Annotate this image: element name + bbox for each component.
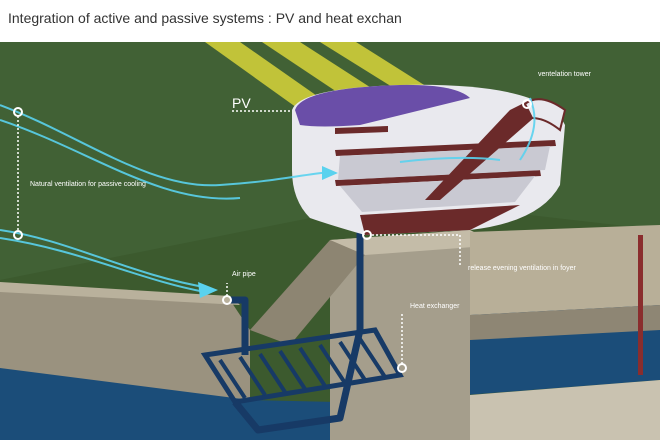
drainage-pole bbox=[638, 235, 643, 375]
ventilation-tower-label: ventelation tower bbox=[538, 71, 592, 78]
heat-exchanger-label: Heat exchanger bbox=[410, 303, 460, 310]
pv-label: PV bbox=[232, 95, 251, 111]
air-pipe-label: Air pipe bbox=[232, 271, 256, 278]
natural-ventilation-label: Natural ventilation for passive cooling bbox=[30, 181, 146, 188]
release-ventilation-label: release evening ventilation in foyer bbox=[468, 265, 576, 272]
diagram-title: Integration of active and passive system… bbox=[8, 10, 402, 26]
title-bar: Integration of active and passive system… bbox=[0, 0, 660, 42]
